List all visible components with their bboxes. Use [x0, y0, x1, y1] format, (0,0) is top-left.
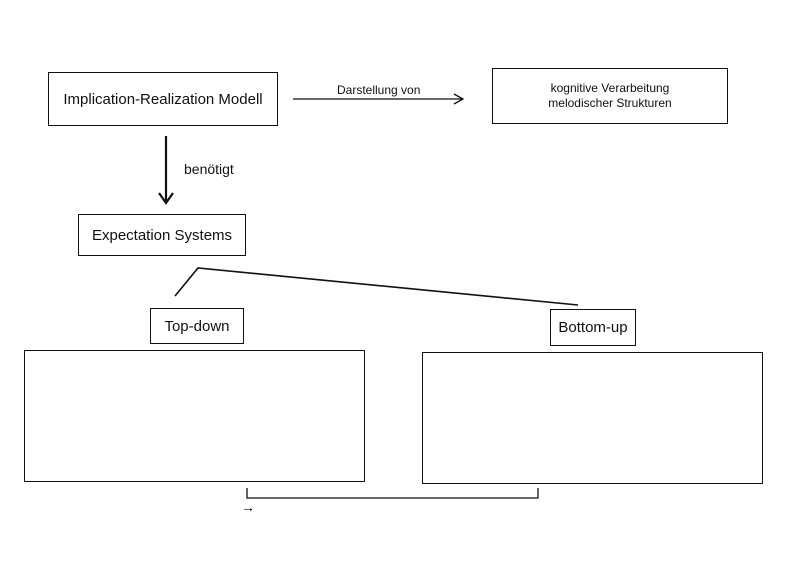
top-down-content-box [24, 350, 365, 482]
expectation-systems-node: Expectation Systems [78, 214, 246, 256]
bottom-up-content-box [422, 352, 763, 484]
benoetigt-label: benötigt [184, 161, 234, 177]
bottom-up-label: Bottom-up [558, 319, 628, 336]
darstellung-arrow [293, 93, 465, 105]
top-down-node: Top-down [150, 308, 244, 344]
expectation-systems-label: Expectation Systems [91, 226, 233, 244]
top-down-label: Top-down [164, 317, 230, 335]
small-arrow-glyph: → [241, 499, 255, 515]
bottom-bracket [246, 488, 539, 499]
implication-realization-node: Implication-Realization Modell [48, 72, 278, 126]
cognitive-processing-node: kognitive Verarbeitung melodischer Struk… [492, 68, 728, 124]
cognitive-processing-label: kognitive Verarbeitung melodischer Struk… [548, 81, 672, 110]
bottom-up-node: Bottom-up [550, 309, 636, 346]
benoetigt-arrow [158, 136, 174, 205]
branch-connector [174, 267, 579, 306]
darstellung-von-label: Darstellung von [337, 83, 421, 97]
implication-realization-label: Implication-Realization Modell [63, 90, 263, 108]
